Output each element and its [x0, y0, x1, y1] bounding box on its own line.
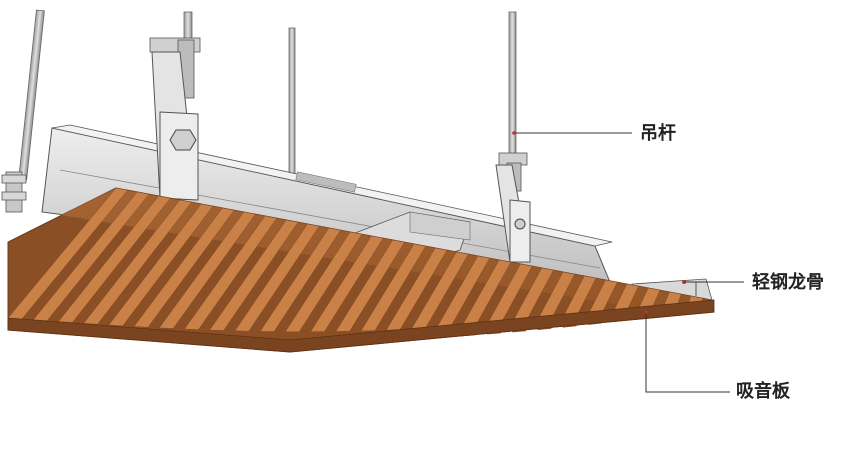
leader-dot-rod — [512, 131, 516, 135]
acoustic-panel — [7, 187, 715, 353]
label-hanger-rod: 吊杆 — [640, 123, 676, 144]
leader-dot-panel — [644, 310, 648, 314]
hanger-bracket-2 — [495, 152, 531, 263]
hanger-rod-4 — [508, 11, 517, 163]
label-light-steel-keel: 轻钢龙骨 — [752, 272, 824, 293]
hanger-rod-3 — [288, 27, 296, 179]
left-hanger-assembly — [1, 171, 27, 213]
hanger-rod-1 — [18, 9, 45, 181]
hanger-bracket-1 — [149, 37, 201, 201]
leader-line-panel — [645, 312, 730, 393]
hex-bolt-1 — [169, 129, 197, 151]
leader-lines — [512, 131, 744, 393]
bolt-head-2 — [514, 218, 526, 230]
keel-slot — [295, 171, 357, 193]
panel-front-edge — [7, 299, 715, 353]
label-acoustic-panel: 吸音板 — [736, 381, 790, 402]
